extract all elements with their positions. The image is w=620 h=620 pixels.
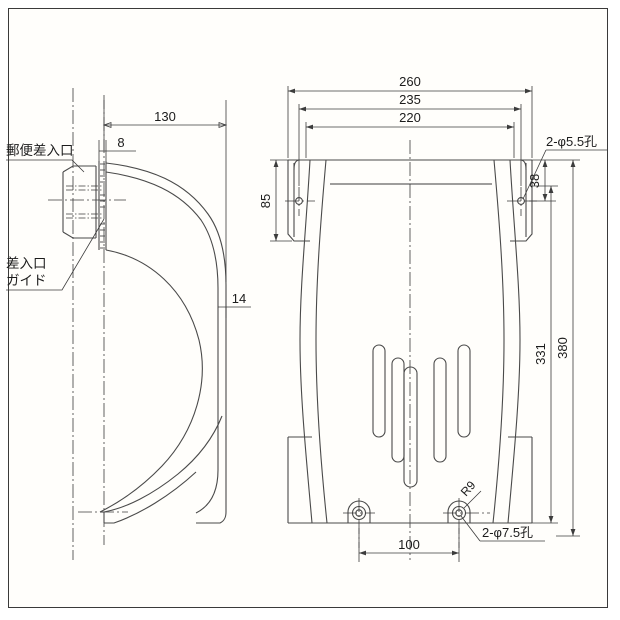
slot-3-center (403, 366, 418, 488)
arrow-220-r (507, 124, 514, 130)
boss-lower-right (443, 498, 490, 548)
note-hole-upper: 2-φ5.5孔 (546, 134, 597, 149)
dim-value-380: 380 (555, 337, 570, 359)
leader-hole-lower (460, 515, 481, 542)
leader-r9 (463, 490, 482, 509)
dim-value-235: 235 (399, 92, 421, 107)
tab-upper-left (287, 160, 310, 242)
arrow-100-l (359, 550, 366, 556)
body-left-outer (299, 159, 313, 524)
slot-bottom-edge (62, 231, 96, 239)
arrow-85-b (273, 234, 279, 241)
cover-bottom-edge2 (104, 471, 197, 524)
arrow-235-r (514, 106, 521, 112)
dim-value-38: 38 (527, 174, 542, 188)
label-slot-guide-line1: 差入口 (6, 256, 47, 271)
arrow-130-r (218, 122, 228, 128)
tab-upper-right (510, 160, 533, 242)
cover-outer-profile (105, 162, 227, 512)
arrow-85-t (273, 160, 279, 167)
dim-value-14: 14 (232, 291, 246, 306)
slot-1 (372, 344, 386, 438)
arrow-260-r (525, 88, 532, 94)
side-view: 130 8 14 郵便差入口 差入口 ガイド (6, 88, 251, 560)
cover-outer-bottom (196, 511, 227, 524)
slot-top-edge (62, 165, 96, 173)
dim-value-260: 260 (399, 74, 421, 89)
guide-plate-hatch (100, 163, 105, 249)
note-hole-lower: 2-φ7.5孔 (482, 525, 533, 540)
dim-value-331: 331 (533, 343, 548, 365)
arrow-130-l (102, 122, 112, 128)
arrow-38-b (542, 194, 548, 201)
dim-value-85: 85 (258, 194, 273, 208)
cover-bottom-inner (103, 415, 223, 513)
body-right-outer (507, 159, 521, 524)
dim-value-220: 220 (399, 110, 421, 125)
arrow-235-l (299, 106, 306, 112)
slot-5 (457, 344, 471, 438)
leader-slot-guide (6, 218, 105, 291)
arrow-331-b (548, 516, 554, 523)
arrow-380-b (570, 529, 576, 536)
body-right-inner (492, 159, 505, 524)
dim-value-100: 100 (398, 537, 420, 552)
arrow-38-t (542, 160, 548, 167)
ventilation-slots (372, 344, 471, 488)
slot-4 (433, 357, 447, 463)
cover-dome-profile (99, 249, 203, 513)
body-left-inner (315, 159, 328, 524)
leader-hole-upper (522, 149, 547, 200)
label-mail-slot: 郵便差入口 (6, 143, 74, 158)
dim-value-130: 130 (154, 109, 176, 124)
arrow-260-l (288, 88, 295, 94)
slot-2 (391, 357, 405, 463)
dim-value-8: 8 (117, 135, 124, 150)
arrow-331-t (548, 186, 554, 193)
arrow-220-l (306, 124, 313, 130)
arrow-100-r (452, 550, 459, 556)
cover-inner-profile (105, 171, 219, 514)
front-view: 260 235 220 85 (258, 74, 607, 562)
arrow-380-t (570, 160, 576, 167)
boss-lower-left (343, 498, 375, 548)
leader-mail-slot (6, 159, 85, 173)
label-slot-guide-line2: ガイド (6, 273, 47, 288)
